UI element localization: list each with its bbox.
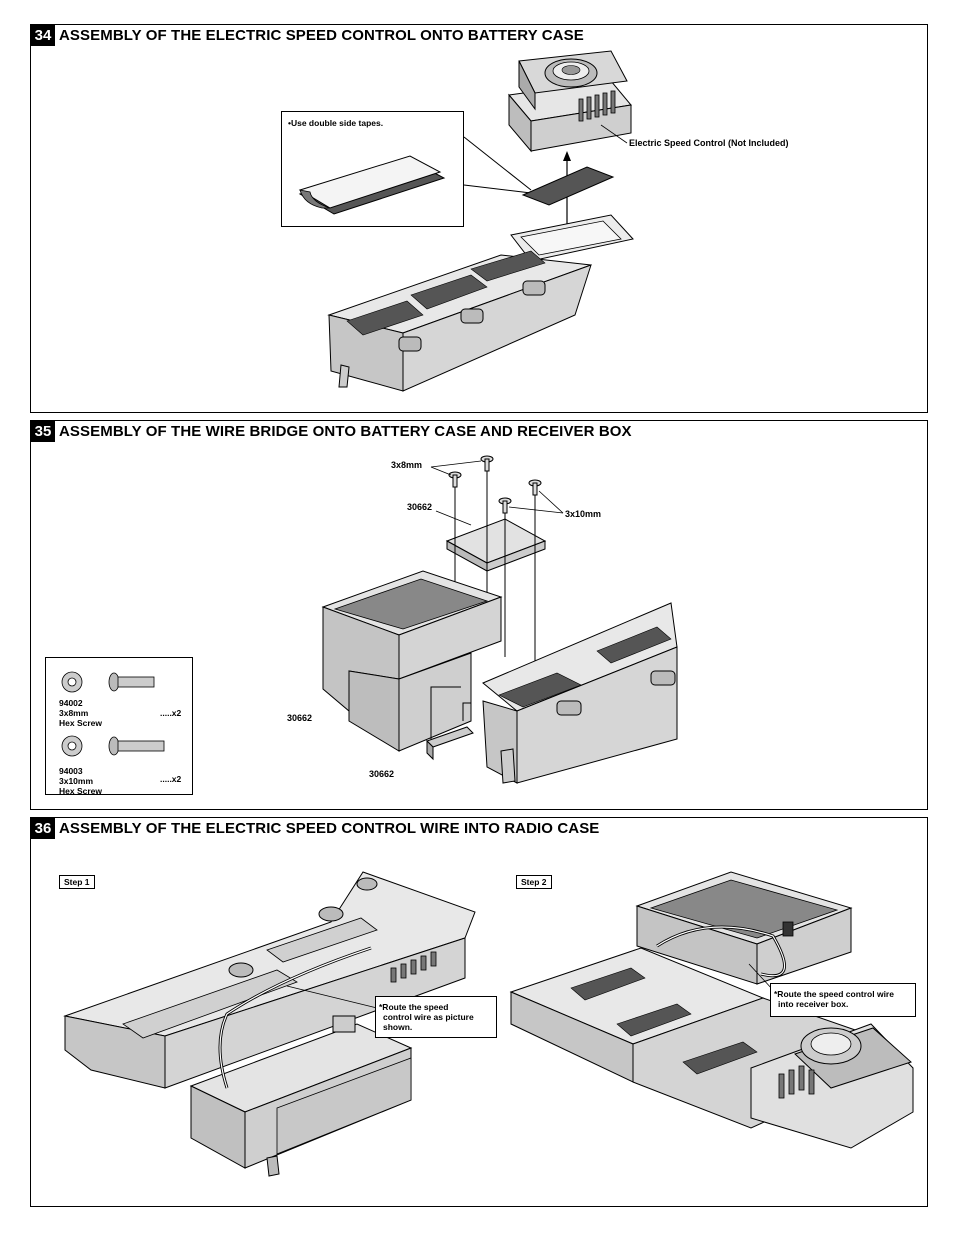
esc-label: Electric Speed Control (Not Included) xyxy=(629,138,789,148)
route-note-1-line3: shown. xyxy=(383,1022,413,1032)
esc-unit xyxy=(508,50,632,153)
step1-assembly xyxy=(63,871,476,1177)
part-code: 94003 xyxy=(59,766,83,776)
battery-case xyxy=(482,602,678,784)
step-title: ASSEMBLY OF THE ELECTRIC SPEED CONTROL O… xyxy=(59,27,584,44)
route-note-2-line1: *Route the speed control wire xyxy=(774,989,894,999)
receiver-box xyxy=(321,570,503,752)
step-number: 34 xyxy=(31,25,55,46)
parts-list-box: 94002 3x8mm Hex Screw .....x2 94003 3x10… xyxy=(45,657,193,796)
route-note-1: *Route the speed control wire as picture… xyxy=(375,996,497,1038)
route-note-1-line1: *Route the speed xyxy=(379,1002,449,1012)
step-title: ASSEMBLY OF THE ELECTRIC SPEED CONTROL W… xyxy=(59,820,600,837)
part-code: 94002 xyxy=(59,698,83,708)
part-bridge-label: 30662 xyxy=(407,502,433,512)
route-note-2-line2: into receiver box. xyxy=(778,999,849,1009)
step-number: 36 xyxy=(31,818,55,839)
route-note-2: *Route the speed control wire into recei… xyxy=(770,983,916,1017)
hex-screw-3x8-icon xyxy=(61,671,165,757)
step-35-illustration xyxy=(321,455,678,784)
tape-illustration xyxy=(298,155,446,215)
step-34-illustration xyxy=(327,50,634,392)
part-clip-label: 30662 xyxy=(369,769,395,779)
step-34-panel: 34 ASSEMBLY OF THE ELECTRIC SPEED CONTRO… xyxy=(30,24,928,413)
step-title: ASSEMBLY OF THE WIRE BRIDGE ONTO BATTERY… xyxy=(59,423,632,440)
step2-assembly xyxy=(509,871,914,1149)
part-name: Hex Screw xyxy=(59,786,102,796)
part-size: 3x10mm xyxy=(59,776,94,786)
step-36-panel: 36 ASSEMBLY OF THE ELECTRIC SPEED CONTRO… xyxy=(30,817,928,1207)
step-36-illustration xyxy=(63,871,914,1177)
step-2-tag: Step 2 xyxy=(516,875,552,889)
step-number: 35 xyxy=(31,421,55,442)
part-name: Hex Screw xyxy=(59,718,102,728)
tape-note: •Use double side tapes. xyxy=(288,118,384,128)
screw-3x10-label: 3x10mm xyxy=(565,509,602,519)
step-1-tag: Step 1 xyxy=(59,875,95,889)
part-qty: .....x2 xyxy=(160,774,182,784)
route-note-1-line2: control wire as picture xyxy=(383,1012,474,1022)
part-qty: .....x2 xyxy=(160,708,182,718)
tape-callout-box: •Use double side tapes. xyxy=(281,111,464,227)
part-box-label: 30662 xyxy=(287,713,313,723)
battery-case xyxy=(327,214,634,392)
part-size: 3x8mm xyxy=(59,708,89,718)
step-35-panel: 35 ASSEMBLY OF THE WIRE BRIDGE ONTO BATT… xyxy=(30,420,928,810)
screw-3x8-label: 3x8mm xyxy=(391,460,423,470)
